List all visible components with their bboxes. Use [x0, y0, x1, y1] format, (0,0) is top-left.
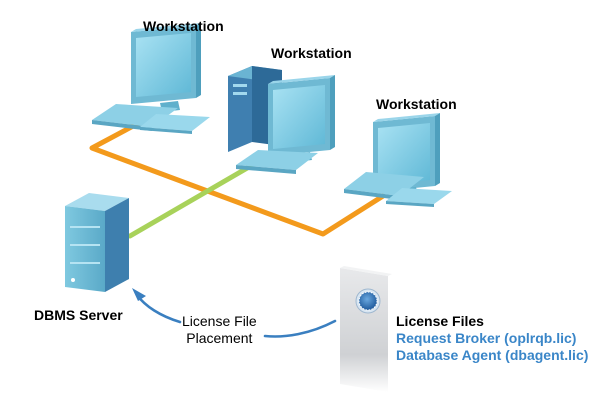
arrow-head	[132, 288, 146, 301]
workstation-2	[228, 66, 335, 174]
workstation-label-3: Workstation	[376, 96, 457, 112]
workstation-label-1: Workstation	[143, 18, 224, 34]
license-file-item: Database Agent (dbagent.lic)	[396, 347, 589, 363]
server-tower	[65, 193, 129, 292]
placement-note: License File Placement	[182, 313, 257, 347]
license-files-list: License Files Request Broker (oplrqb.lic…	[396, 313, 588, 364]
workstation-3	[344, 113, 452, 207]
placement-note-line-2: Placement	[186, 330, 253, 346]
server-label: DBMS Server	[34, 307, 123, 323]
license-file-item: Request Broker (oplrqb.lic)	[396, 330, 577, 346]
workstation-label-2: Workstation	[271, 45, 352, 61]
placement-note-line-1: License File	[182, 313, 257, 329]
license-document	[340, 266, 392, 392]
placement-arrow	[132, 288, 337, 338]
license-files-title: License Files	[396, 313, 484, 329]
workstation-1	[92, 23, 210, 134]
